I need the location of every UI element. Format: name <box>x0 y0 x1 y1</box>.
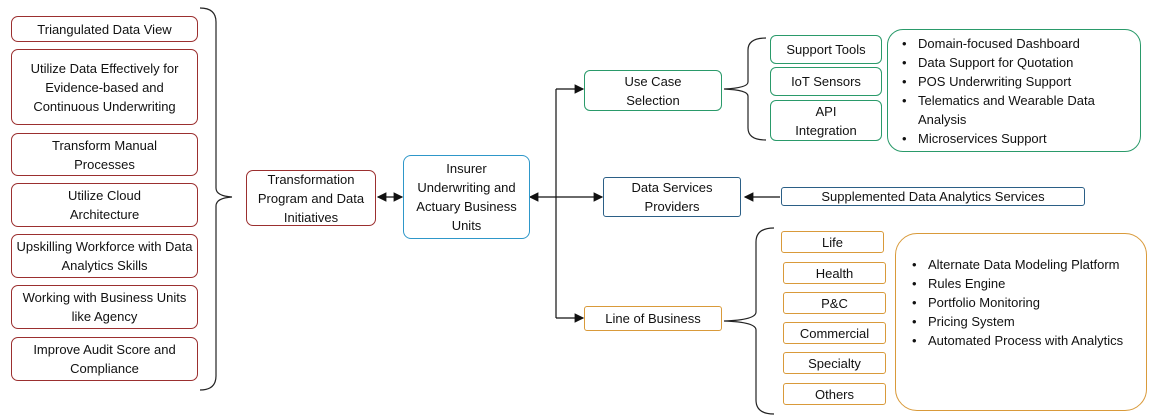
capability-item: Portfolio Monitoring <box>910 293 1136 312</box>
lob-item: Commercial <box>783 322 886 344</box>
feature-item: Microservices Support <box>900 129 1132 148</box>
feature-item: Data Support for Quotation <box>900 53 1132 72</box>
transformation-box: Transformation Program and Data Initiati… <box>246 170 376 226</box>
capability-item: Alternate Data Modeling Platform <box>910 255 1136 274</box>
initiative-item: Working with Business Units like Agency <box>11 285 198 329</box>
initiative-item: Triangulated Data View <box>11 16 198 42</box>
insurer-box: Insurer Underwriting and Actuary Busines… <box>403 155 530 239</box>
capability-item: Rules Engine <box>910 274 1136 293</box>
capability-item: Automated Process with Analytics <box>910 331 1136 350</box>
analytics-service-box: Supplemented Data Analytics Services <box>781 187 1085 206</box>
tool-item: IoT Sensors <box>770 67 882 96</box>
data-services-box: Data Services Providers <box>603 177 741 217</box>
lob-item: Life <box>781 231 884 253</box>
initiative-item: Transform Manual Processes <box>11 133 198 176</box>
feature-item: Domain-focused Dashboard <box>900 34 1132 53</box>
initiative-item: Improve Audit Score and Compliance <box>11 337 198 381</box>
initiative-item: Upskilling Workforce with Data Analytics… <box>11 234 198 278</box>
capability-item: Pricing System <box>910 312 1136 331</box>
tool-item: Support Tools <box>770 35 882 64</box>
lob-item: Health <box>783 262 886 284</box>
use-case-features: Domain-focused Dashboard Data Support fo… <box>887 29 1141 152</box>
use-case-box: Use Case Selection <box>584 70 722 111</box>
lob-capabilities: Alternate Data Modeling Platform Rules E… <box>895 233 1147 411</box>
initiative-item: Utilize Cloud Architecture <box>11 183 198 227</box>
tool-item: API Integration <box>770 100 882 141</box>
lob-bracket <box>723 227 775 415</box>
lob-item: Others <box>783 383 886 405</box>
lob-item: P&C <box>783 292 886 314</box>
initiative-item: Utilize Data Effectively for Evidence-ba… <box>11 49 198 125</box>
feature-item: Telematics and Wearable Data Analysis <box>900 91 1132 129</box>
line-of-business-box: Line of Business <box>584 306 722 331</box>
initiatives-bracket <box>199 7 233 391</box>
feature-item: POS Underwriting Support <box>900 72 1132 91</box>
use-case-bracket <box>723 37 767 141</box>
lob-item: Specialty <box>783 352 886 374</box>
